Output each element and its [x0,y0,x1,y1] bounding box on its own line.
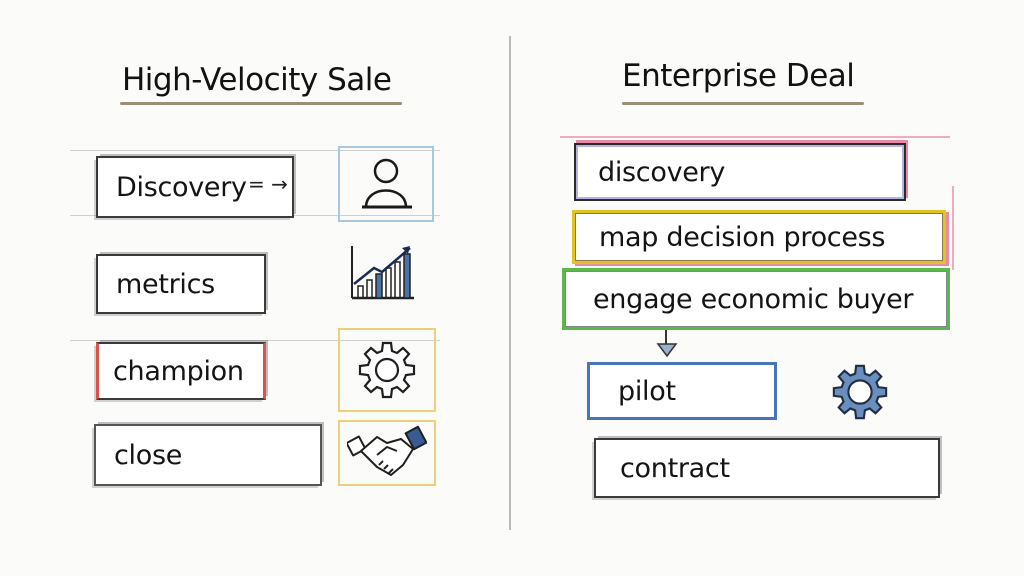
handshake-icon [347,425,427,476]
right-title-underline [622,102,864,105]
person-icon [362,158,412,209]
step-label: contract [620,452,730,484]
person-icon-frame [338,146,434,222]
gear-icon [832,364,888,420]
step-label: map decision process [599,221,886,253]
right-step-discovery: discovery [574,143,906,201]
gear-icon [358,341,416,399]
left-step-champion: champion [96,342,266,400]
right-step-pilot: pilot [587,362,777,420]
left-title: High-Velocity Sale [122,62,392,98]
left-title-underline [120,102,402,105]
guide-line [70,340,440,341]
handshake-icon-frame [338,420,436,486]
bar-chart-growth-icon [351,246,414,300]
step-label: pilot [618,375,676,407]
left-step-metrics: metrics [96,254,266,314]
right-title: Enterprise Deal [622,58,855,94]
down-arrow-icon [656,330,678,358]
right-step-map-decision-process: map decision process [572,210,946,264]
step-label: discovery [598,156,726,188]
step-label: close [114,439,183,471]
gear-icon-frame [338,328,436,412]
sketch-outline [560,136,950,138]
sketch-outline [952,186,954,270]
chart-icon-frame [344,240,420,304]
right-step-engage-economic-buyer: engage economic buyer [562,268,950,330]
step-label: champion [113,355,244,387]
left-step-close: close [94,424,322,486]
left-step-discovery: Discovery [96,156,294,218]
guide-line [70,150,440,151]
step-label: engage economic buyer [593,283,914,315]
arrow-right-icon: = → [248,172,288,196]
step-label: metrics [116,268,215,300]
step-label: Discovery [116,171,247,203]
column-divider [509,36,511,530]
right-step-contract: contract [594,438,940,498]
